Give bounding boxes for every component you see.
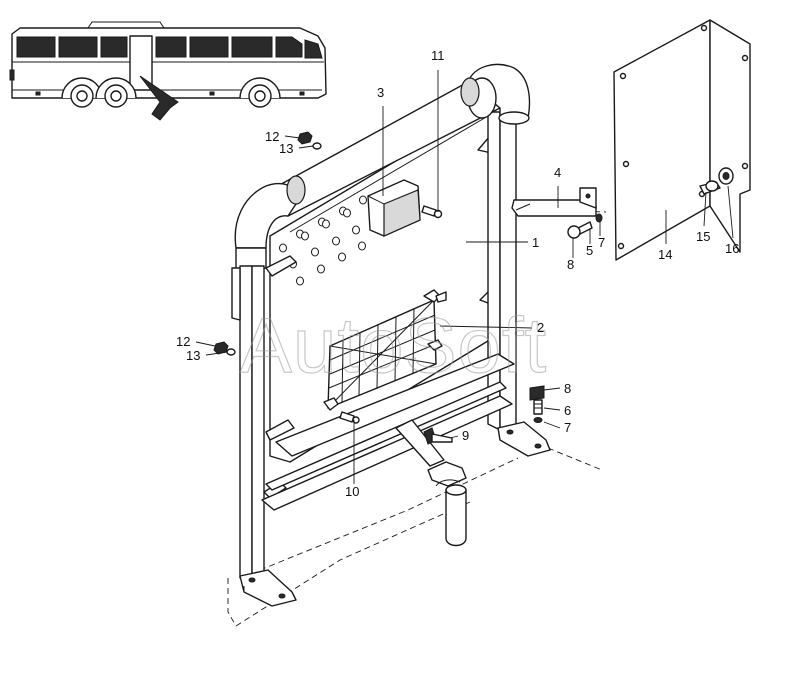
callout-c7a: 7 [598,235,605,250]
floor-support-post [427,461,467,547]
callout-c16: 16 [725,241,739,256]
callout-c1: 1 [532,235,539,250]
stud-washer-cap-upper [567,213,603,239]
callout-c9: 9 [462,428,469,443]
callout-c14: 14 [658,247,672,262]
stud-washer-cap-lower [529,385,545,423]
board-holes [279,195,367,286]
callout-c13a: 13 [279,141,293,156]
watermark-text: AutoSoft [240,301,547,389]
panel-fastener [699,167,734,195]
callout-c4: 4 [554,165,561,180]
lower-cross-tubes [261,353,515,511]
callout-c3: 3 [377,85,384,100]
mirror-box [367,179,421,237]
leader-lines [195,70,734,484]
callout-c7b: 7 [564,420,571,435]
callout-c8a: 8 [567,257,574,272]
callout-c12a: 12 [265,129,279,144]
callout-c15: 15 [696,229,710,244]
side-panel [613,19,751,261]
callout-c11: 11 [431,48,445,63]
screw-10 [339,411,360,424]
callout-c8b: 8 [564,381,571,396]
front-frame-posts [231,265,265,583]
side-bracket [511,187,597,217]
post-pad-lower [265,419,295,441]
storage-net [323,289,447,411]
callout-c13b: 13 [186,348,200,363]
bus-location-inset [9,21,327,121]
rear-frame-posts [487,111,517,437]
screw-11 [421,205,443,219]
rear-floor-bracket [497,421,551,457]
front-floor-bracket [239,569,297,607]
post-pad-upper [265,255,297,277]
callout-c2: 2 [537,320,544,335]
callout-c6: 6 [564,403,571,418]
nut-washer-middle [213,341,236,356]
callout-c5: 5 [586,243,593,258]
callout-c12b: 12 [176,334,190,349]
screw-9 [423,427,453,445]
callout-c10: 10 [345,484,359,499]
